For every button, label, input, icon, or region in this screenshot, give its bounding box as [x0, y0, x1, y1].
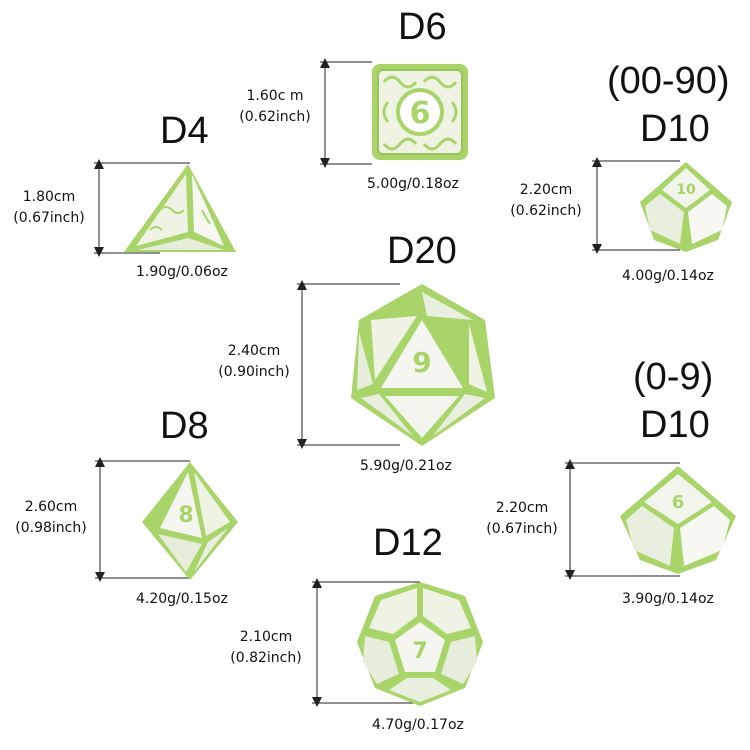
d4-weight: 1.90g/0.06oz: [136, 264, 228, 280]
d12-face-number: 7: [412, 639, 427, 664]
d20-dimension-line: [297, 283, 400, 446]
d8-title: D8: [160, 405, 209, 447]
d20-die-image: 9: [351, 284, 495, 446]
d4-dimension-line: [94, 162, 190, 254]
d10-tens-face-number: 10: [676, 182, 696, 198]
d10-ones-die-image: 6: [620, 466, 736, 574]
d10-tens-height-inch: (0.62inch): [510, 203, 582, 219]
d10-tens-range: (00-90): [607, 60, 730, 102]
d10-ones-height-cm: 2.20cm: [495, 500, 549, 516]
d12-dimension-line: [312, 581, 420, 704]
d10-ones-weight: 3.90g/0.14oz: [622, 591, 714, 607]
d10-tens-title: D10: [640, 108, 710, 150]
d8-face-number: 8: [178, 503, 193, 528]
d10-tens-height-cm: 2.20cm: [519, 182, 573, 198]
d10-ones-title: D10: [640, 404, 710, 446]
d8-weight: 4.20g/0.15oz: [136, 591, 228, 607]
d10-ones-height-inch: (0.67inch): [486, 521, 558, 537]
d12-height-cm: 2.10cm: [239, 629, 293, 645]
d20-weight: 5.90g/0.21oz: [360, 458, 452, 474]
d10-tens-die-image: 10: [640, 162, 732, 252]
d8-dimension-line: [95, 460, 190, 579]
d12-title: D12: [373, 522, 443, 564]
d10-ones-face-number: 6: [672, 492, 685, 513]
d10-ones-dimension-line: [565, 462, 680, 577]
d4-height-cm: 1.80cm: [22, 189, 76, 205]
d12-weight: 4.70g/0.17oz: [372, 717, 464, 733]
d6-height-cm: 1.60c m: [246, 88, 304, 104]
d4-die-image: [124, 164, 236, 252]
d6-dimension-line: [320, 61, 372, 165]
d10-tens-dimension-line: [592, 160, 680, 251]
d8-die-image: 8: [142, 462, 238, 580]
d4-title: D4: [160, 110, 209, 152]
d6-height-inch: (0.62inch): [239, 109, 311, 125]
d6-weight: 5.00g/0.18oz: [367, 176, 459, 192]
d8-height-inch: (0.98inch): [15, 520, 87, 536]
d6-die-image: 6: [372, 64, 468, 160]
d6-title: D6: [398, 6, 447, 48]
d10-ones-range: (0-9): [633, 356, 714, 398]
d20-title: D20: [387, 230, 457, 272]
d8-height-cm: 2.60cm: [24, 499, 78, 515]
d10-tens-weight: 4.00g/0.14oz: [622, 268, 714, 284]
d20-height-inch: (0.90inch): [218, 364, 290, 380]
d12-height-inch: (0.82inch): [230, 650, 302, 666]
d12-die-image: 7: [357, 582, 483, 706]
d6-face-number: 6: [410, 96, 431, 131]
d20-height-cm: 2.40cm: [227, 343, 281, 359]
d20-face-number: 9: [412, 346, 431, 379]
d4-height-inch: (0.67inch): [13, 210, 85, 226]
